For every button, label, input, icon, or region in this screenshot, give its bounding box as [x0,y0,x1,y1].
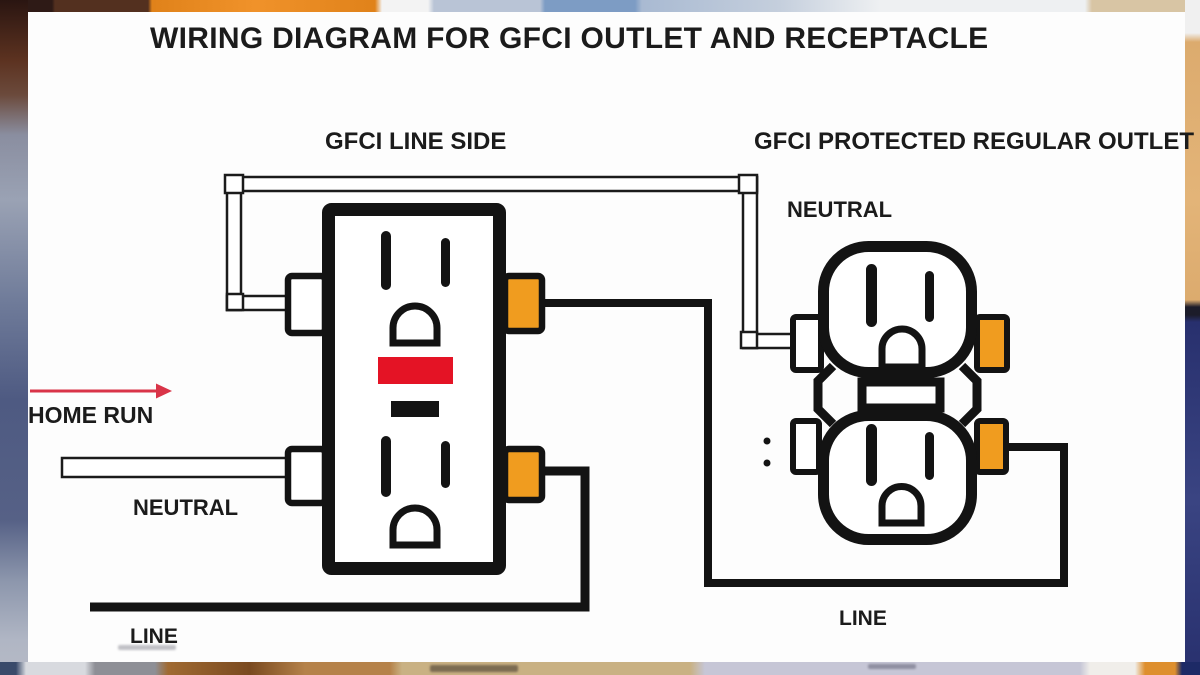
gfci-slot [441,441,450,488]
page-title: WIRING DIAGRAM FOR GFCI OUTLET AND RECEP… [150,22,989,55]
background-collage-left-edge [0,0,28,675]
wire-end-cap [225,292,245,312]
silver-terminal [284,272,329,337]
background-collage-right-edge [1185,0,1200,675]
receptacle-neutral-label: NEUTRAL [787,197,893,222]
line-hot-wire [90,466,590,612]
hot-wire-gfci-to-receptacle [540,299,1068,587]
background-collage-top-edge [0,0,1200,12]
colon-dot [763,459,771,467]
neutral-wire-left-segment [225,175,243,312]
arrow-head [156,383,172,399]
gfci-slot [381,231,391,290]
ground-slot [878,483,925,527]
wire-end-cap [739,330,759,350]
line-label-right: LINE [839,607,887,630]
yoke-strap [813,362,837,428]
protected-outlet-heading: GFCI PROTECTED REGULAR OUTLET [754,128,1194,155]
outlet-slot [866,424,877,486]
brass-terminal [501,445,546,504]
line-label-left: LINE [130,625,178,648]
right-arrow-icon [30,383,172,399]
ground-slot [389,302,441,347]
brass-terminal [974,314,1010,373]
gfci-body [322,203,506,575]
home-run-label: HOME RUN [28,402,154,428]
reset-button [391,401,439,417]
duplex-receptacle-figure [763,241,1010,545]
silver-terminal [790,314,824,373]
gfci-slot [441,238,450,287]
gfci-slot [381,436,391,497]
center-strap-plate [857,377,945,413]
silver-terminal [790,418,822,475]
brass-terminal [501,272,546,335]
blurred-text-fragment [868,664,916,669]
outlet-slot [925,271,934,322]
ground-slot [389,504,441,549]
outlet-slot [866,264,877,327]
neutral-wire-top-segment [225,175,759,193]
receptacle-top-outlet [818,241,977,378]
neutral-wire-right-segment [741,175,759,350]
receptacle-bottom-outlet [818,410,977,545]
blurred-text-fragment [430,665,518,672]
silver-terminal [284,445,329,507]
test-button [378,357,453,384]
ground-slot [878,325,926,371]
yoke-strap [958,362,982,428]
gfci-line-side-heading: GFCI LINE SIDE [325,128,507,155]
hot-wire-run [90,299,1068,612]
outlet-slot [925,432,934,480]
home-run-neutral-wire [60,456,295,479]
gfci-outlet-figure [284,203,546,575]
wire-end-cap [223,173,245,195]
wire-end-cap [737,173,759,195]
brass-terminal [974,418,1009,475]
neutral-wire-run [60,173,805,479]
colon-dot [763,437,771,445]
blurred-text-fragment [118,645,176,650]
gfci-neutral-label: NEUTRAL [133,495,239,520]
